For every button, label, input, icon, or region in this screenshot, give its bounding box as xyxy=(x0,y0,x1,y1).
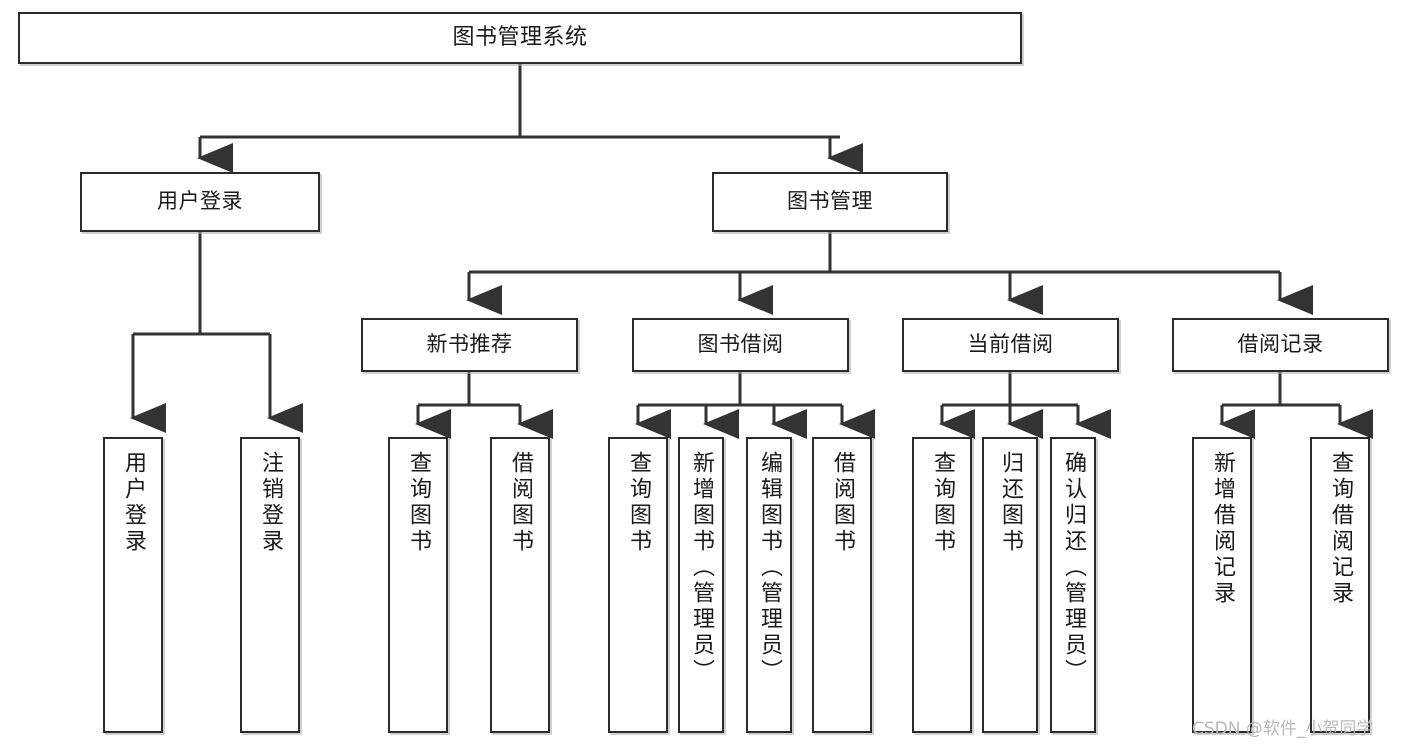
node-leaf-borrow-book-1[interactable]: 借阅图书 xyxy=(490,437,550,733)
node-new-book-recommend-label: 新书推荐 xyxy=(426,332,513,357)
node-leaf-edit-book[interactable]: 编辑图书（管理员） xyxy=(746,437,792,733)
node-leaf-borrow-book-2[interactable]: 借阅图书 xyxy=(812,437,872,733)
node-leaf-borrow-book-1-label: 借阅图书 xyxy=(508,451,533,555)
node-book-borrow[interactable]: 图书借阅 xyxy=(632,318,849,372)
node-leaf-query-book-1[interactable]: 查询图书 xyxy=(388,437,448,733)
node-book-manage[interactable]: 图书管理 xyxy=(712,172,948,232)
node-leaf-add-book[interactable]: 新增图书（管理员） xyxy=(678,437,724,733)
node-root[interactable]: 图书管理系统 xyxy=(18,12,1022,64)
node-leaf-borrow-book-2-label: 借阅图书 xyxy=(830,451,855,555)
node-leaf-return-book-label: 归还图书 xyxy=(998,451,1023,555)
node-current-borrow[interactable]: 当前借阅 xyxy=(902,318,1119,372)
node-borrow-record-label: 借阅记录 xyxy=(1237,332,1324,357)
node-leaf-user-login[interactable]: 用户登录 xyxy=(103,437,163,733)
node-book-borrow-label: 图书借阅 xyxy=(697,332,784,357)
node-new-book-recommend[interactable]: 新书推荐 xyxy=(361,318,578,372)
node-book-manage-label: 图书管理 xyxy=(787,189,873,214)
node-leaf-logout-login[interactable]: 注销登录 xyxy=(240,437,300,733)
node-leaf-user-login-label: 用户登录 xyxy=(121,451,146,555)
node-leaf-add-record-label: 新增借阅记录 xyxy=(1210,451,1235,607)
node-leaf-query-book-3-label: 查询图书 xyxy=(930,451,955,555)
node-current-borrow-label: 当前借阅 xyxy=(967,332,1054,357)
node-leaf-query-record[interactable]: 查询借阅记录 xyxy=(1310,437,1370,733)
node-leaf-query-record-label: 查询借阅记录 xyxy=(1328,451,1353,607)
node-leaf-query-book-2-label: 查询图书 xyxy=(626,451,651,555)
node-leaf-edit-book-label: 编辑图书（管理员） xyxy=(757,451,782,685)
node-leaf-query-book-3[interactable]: 查询图书 xyxy=(912,437,972,733)
node-borrow-record[interactable]: 借阅记录 xyxy=(1172,318,1389,372)
node-leaf-return-book[interactable]: 归还图书 xyxy=(982,437,1038,733)
node-leaf-confirm-return-label: 确认归还（管理员） xyxy=(1061,451,1086,685)
node-user-login[interactable]: 用户登录 xyxy=(80,172,320,232)
watermark: CSDN @软件_小贺同学 xyxy=(1192,719,1374,739)
node-leaf-logout-login-label: 注销登录 xyxy=(258,451,283,555)
node-leaf-add-book-label: 新增图书（管理员） xyxy=(689,451,714,685)
node-leaf-confirm-return[interactable]: 确认归还（管理员） xyxy=(1050,437,1096,733)
node-leaf-query-book-1-label: 查询图书 xyxy=(406,451,431,555)
node-leaf-query-book-2[interactable]: 查询图书 xyxy=(608,437,668,733)
node-leaf-add-record[interactable]: 新增借阅记录 xyxy=(1192,437,1252,733)
node-root-label: 图书管理系统 xyxy=(452,24,588,50)
node-user-login-label: 用户登录 xyxy=(157,189,243,214)
